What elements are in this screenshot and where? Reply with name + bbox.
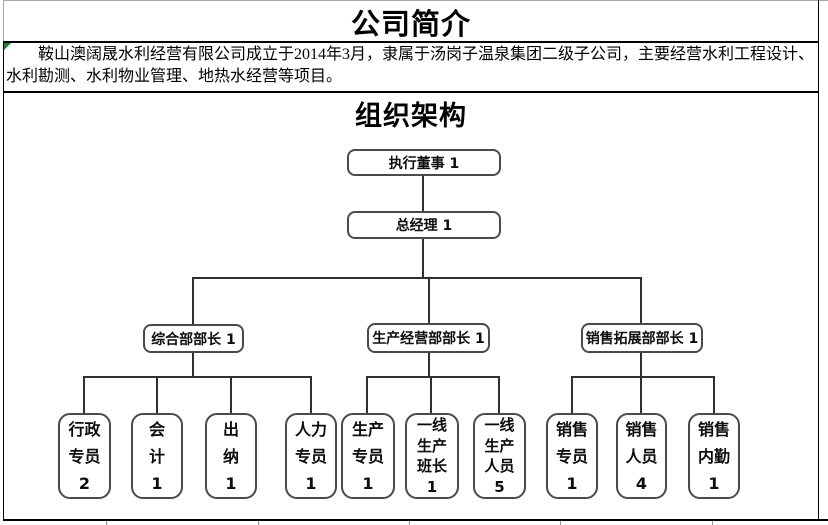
org-node-production-specialist: 生产 专员 1 xyxy=(341,413,395,499)
org-node-hr-specialist: 人力 专员 1 xyxy=(285,413,337,499)
border-right xyxy=(818,0,819,521)
intro-cell-top-border xyxy=(3,41,819,43)
org-node-sales-dept-head: 销售拓展部部长 1 xyxy=(581,323,703,353)
border-bottom xyxy=(3,519,828,521)
org-node-frontline-workers: 一线 生产 人员 5 xyxy=(473,413,526,499)
connector-line xyxy=(192,352,194,377)
gridline-stub xyxy=(258,521,259,525)
connector-line xyxy=(428,277,430,324)
connector-line xyxy=(156,376,158,414)
org-node-frontline-foreman: 一线 生产 班长 1 xyxy=(405,413,459,499)
company-intro-title: 公司简介 xyxy=(350,9,471,41)
org-node-accountant: 会 计 1 xyxy=(131,413,183,499)
connector-line xyxy=(640,352,642,377)
org-node-general-manager: 总经理 1 xyxy=(347,211,501,239)
connector-line xyxy=(571,376,573,414)
org-node-sales-specialist: 销售 专员 1 xyxy=(546,413,598,499)
grid-top-line xyxy=(3,0,828,1)
connector-line xyxy=(640,277,642,324)
connector-line xyxy=(192,277,194,325)
gridline-stub xyxy=(712,521,713,525)
org-node-admin-specialist: 行政 专员 2 xyxy=(58,413,111,499)
intro-cell-bottom-border xyxy=(3,91,819,93)
gridline-stub xyxy=(106,521,107,525)
connector-line xyxy=(192,277,642,279)
connector-line xyxy=(366,376,368,414)
org-node-admin-dept-head: 综合部部长 1 xyxy=(143,324,244,353)
connector-line xyxy=(310,376,312,414)
connector-line xyxy=(713,376,715,414)
org-node-sales-staff: 销售 人员 4 xyxy=(616,413,667,499)
org-node-production-dept-head: 生产经营部部长 1 xyxy=(367,323,490,353)
org-node-cashier: 出 纳 1 xyxy=(205,413,257,499)
org-node-sales-support: 销售 内勤 1 xyxy=(688,413,740,499)
org-structure-title: 组织架构 xyxy=(355,101,467,131)
connector-line xyxy=(428,353,430,377)
connector-line xyxy=(430,376,432,414)
connector-line xyxy=(366,376,500,378)
gridline-stub xyxy=(560,521,561,525)
connector-line xyxy=(571,376,715,378)
company-intro-text: 鞍山澳阔晟水利经营有限公司成立于2014年3月，隶属于汤岗子温泉集团二级子公司，… xyxy=(6,46,815,85)
border-left xyxy=(3,42,4,521)
company-intro-cell: 鞍山澳阔晟水利经营有限公司成立于2014年3月，隶属于汤岗子温泉集团二级子公司，… xyxy=(4,43,818,91)
connector-line xyxy=(422,176,424,211)
cell-error-triangle xyxy=(4,43,11,50)
org-node-executive-director: 执行董事 1 xyxy=(347,149,501,176)
grid-left-line-top xyxy=(3,0,4,42)
connector-line xyxy=(498,376,500,414)
connector-line xyxy=(422,239,424,279)
gridline-stub xyxy=(409,521,410,525)
connector-line xyxy=(83,376,312,378)
connector-line xyxy=(230,376,232,414)
connector-line xyxy=(640,376,642,414)
connector-line xyxy=(83,376,85,414)
